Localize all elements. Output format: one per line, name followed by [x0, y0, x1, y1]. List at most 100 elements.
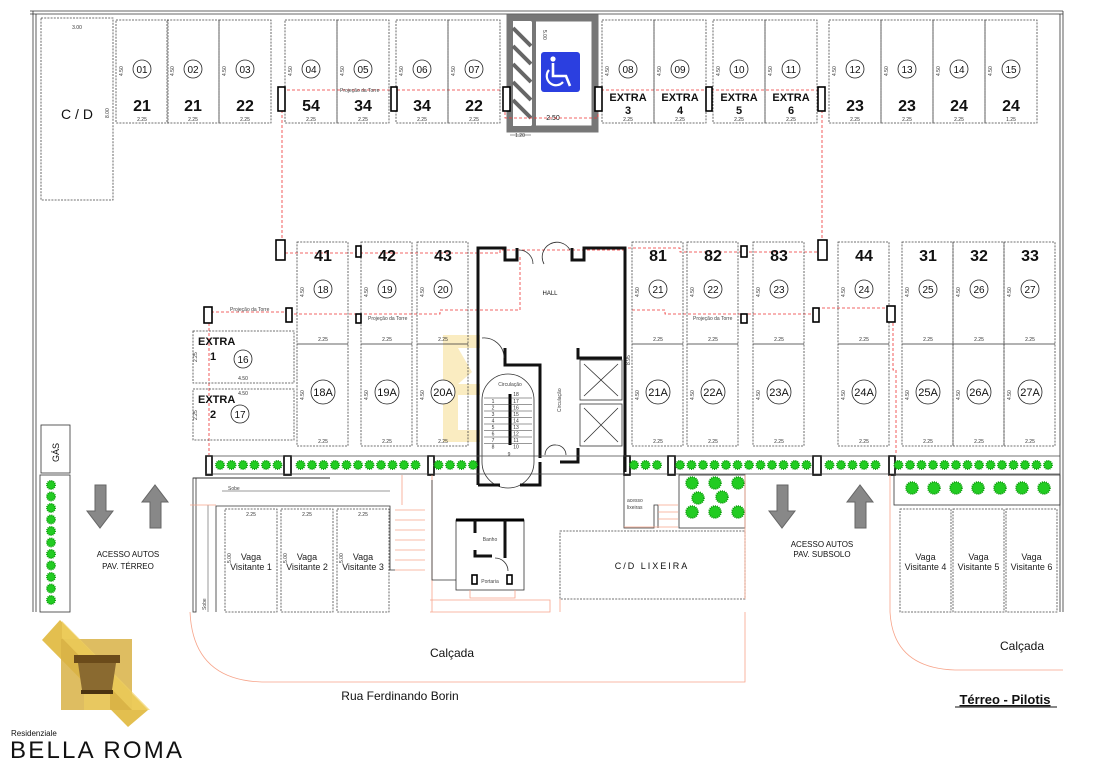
unit-label: 82	[704, 248, 722, 265]
spot-width: 2.25	[1025, 439, 1035, 445]
spot-width: 2.25	[859, 439, 869, 445]
spot-depth: 4.50	[841, 287, 847, 297]
unit-label: 21	[184, 98, 202, 115]
spot-width: 2.25	[708, 337, 718, 343]
spot-width: 4.50	[238, 391, 248, 397]
plant-icon	[1031, 459, 1042, 470]
spot-number: 03	[239, 65, 251, 76]
visitor-label: Visitante 4	[905, 562, 947, 572]
spot-depth: 4.50	[300, 390, 306, 400]
pillar	[275, 239, 286, 261]
stair-step-number: 18	[513, 392, 519, 398]
spot-number: 19A	[377, 387, 397, 399]
plant-icon	[985, 459, 996, 470]
spot-number-circle	[729, 59, 749, 79]
street-name: Rua Ferdinando Borin	[341, 689, 458, 703]
tower-parking-rows: 41 18 18A 2.25 2.25 4.50 4.50 421919A2.252.254.…	[296, 241, 1056, 447]
wheelchair-icon	[541, 52, 580, 92]
plant-icon	[766, 459, 777, 470]
plant-icon	[778, 459, 789, 470]
unit-label: 42	[378, 248, 396, 265]
spot-depth: 4.50	[936, 66, 942, 76]
arrow-up-icon	[140, 484, 170, 529]
plant-icon	[45, 537, 56, 548]
plant-icon	[732, 459, 743, 470]
spot-depth: 4.50	[988, 66, 994, 76]
visitor-label: Visitante 3	[342, 562, 384, 572]
pillar	[283, 455, 292, 476]
spot-width: 2.25	[954, 117, 964, 123]
accessible-spot: 5.00 2.50 1.20	[506, 14, 599, 139]
spot-width: 2.25	[734, 117, 744, 123]
spot-depth: 4.50	[657, 66, 663, 76]
stair-step-number: 12	[513, 432, 519, 438]
plant-icon	[1037, 481, 1051, 495]
plant-icon	[835, 459, 846, 470]
column-capital-icon	[74, 655, 120, 710]
spot-number: 18A	[313, 387, 333, 399]
plant-icon	[686, 459, 697, 470]
spot-depth: 2.25	[193, 410, 199, 420]
unit-label: 6	[788, 105, 794, 117]
unit-label: 41	[314, 248, 332, 265]
plant-icon	[295, 459, 306, 470]
plant-icon	[715, 490, 729, 504]
unit-label: 22	[236, 98, 254, 115]
spot-number: 16	[237, 355, 249, 366]
plant-icon	[709, 459, 720, 470]
pillar	[502, 86, 511, 112]
spot-depth: 4.50	[340, 66, 346, 76]
spot-width: 2.25	[923, 439, 933, 445]
pillar	[705, 86, 713, 112]
site-boundary	[30, 10, 1064, 612]
ramp-area: Sobe Sobe	[190, 475, 456, 613]
unit-label: EXTRA	[720, 92, 757, 104]
plant-icon	[45, 571, 56, 582]
spot-width: 2.25	[318, 337, 328, 343]
trash-room-label: C/D LIXEIRA	[615, 561, 690, 571]
unit-label: 54	[302, 98, 320, 115]
extra-label: EXTRA	[198, 336, 235, 348]
stair-step-number: 16	[513, 406, 519, 412]
spot-width: 2.25	[137, 117, 147, 123]
pillar	[812, 455, 822, 476]
plant-icon	[640, 459, 651, 470]
extra-spot-1: EXTRA 1 16 4.50 2.25	[192, 330, 295, 384]
spot-number: 25	[922, 285, 934, 296]
extra-number: 2	[210, 409, 216, 421]
stair-step-number: 9	[508, 452, 511, 458]
gas-label: GÁS	[51, 443, 61, 462]
stair-step-number: 14	[513, 419, 519, 425]
spot-width: 2.25	[774, 439, 784, 445]
plant-icon	[215, 459, 226, 470]
stair-step-number: 4	[492, 419, 495, 425]
access-basement-label: PAV. SUBSOLO	[793, 550, 850, 559]
pillar	[277, 86, 286, 112]
spot-number: 13	[901, 65, 913, 76]
spot-number: 17	[234, 410, 246, 421]
spot-depth: 4.50	[605, 66, 611, 76]
plant-icon	[352, 459, 363, 470]
plant-icon	[973, 459, 984, 470]
plant-icon	[720, 459, 731, 470]
spot-width: 2.25	[708, 439, 718, 445]
plant-icon	[410, 459, 421, 470]
projection-label: Projeção da Torre	[693, 316, 733, 322]
pillar	[355, 245, 362, 258]
bella-roma-logo: Residenziale BELLA ROMA	[10, 620, 182, 764]
spot-width: 2.25	[623, 117, 633, 123]
visitor-label: Vaga	[297, 552, 317, 562]
stair-step-number: 7	[492, 438, 495, 444]
spot-width: 2.25	[974, 439, 984, 445]
